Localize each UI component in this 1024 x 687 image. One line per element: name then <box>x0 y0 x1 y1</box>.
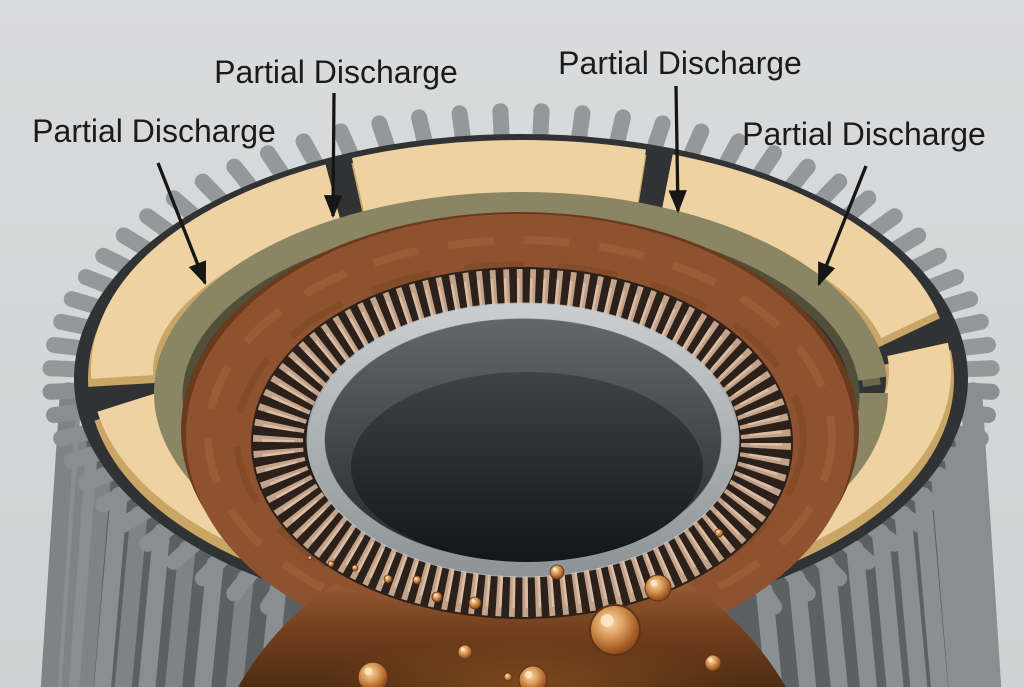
annotation-arrow-1 <box>323 92 343 219</box>
fin-vertical <box>894 505 928 687</box>
fin-vertical <box>818 555 848 687</box>
droplet-highlight <box>308 556 311 558</box>
droplet-highlight <box>329 562 331 564</box>
water-droplet <box>412 575 422 585</box>
droplet-highlight <box>471 599 475 603</box>
fin-vertical <box>164 540 196 687</box>
water-droplet <box>357 661 389 687</box>
water-droplet <box>644 574 672 602</box>
annotation-arrow-2 <box>156 162 207 286</box>
water-droplet <box>503 672 513 682</box>
droplet-highlight <box>505 674 508 677</box>
copper-grain-shadow <box>233 261 807 615</box>
droplet-highlight <box>650 579 658 587</box>
water-droplet <box>457 644 473 660</box>
droplet-highlight <box>600 614 614 627</box>
droplet-highlight <box>434 593 437 597</box>
droplet-highlight <box>552 567 557 572</box>
water-droplet <box>704 654 722 672</box>
insulation-ring-top <box>154 192 888 594</box>
droplet-highlight <box>524 671 533 679</box>
fin-vertical <box>76 467 111 687</box>
water-droplet <box>518 665 548 687</box>
fin-vertical <box>62 446 98 687</box>
fin-vertical <box>944 446 980 687</box>
gold-ring-segments <box>88 140 954 613</box>
water-droplet <box>307 555 313 561</box>
fin-vertical <box>194 555 224 687</box>
droplet-highlight <box>385 576 388 579</box>
fin-vertical <box>871 523 904 687</box>
water-droplet <box>351 564 359 572</box>
fin-vertical <box>94 486 128 687</box>
annotation-label-1: Partial Discharge <box>214 54 458 90</box>
sleeve-rim <box>308 303 738 577</box>
water-droplet <box>468 596 482 610</box>
fin-vertical <box>225 569 254 687</box>
annotation-label-2: Partial Discharge <box>32 113 276 149</box>
water-droplet <box>383 574 393 584</box>
annotation-arrow-3 <box>668 85 687 214</box>
copper-band-glow <box>315 638 745 687</box>
winding-wire-highlights <box>262 278 782 608</box>
droplet-highlight <box>414 577 417 580</box>
water-droplet <box>589 604 641 656</box>
gold-ring-top-face <box>91 140 951 602</box>
fin-vertical <box>114 505 148 687</box>
water-droplet <box>327 560 335 568</box>
bore-floor <box>351 372 703 562</box>
droplet-highlight <box>364 667 373 676</box>
droplet-highlight <box>353 566 355 568</box>
droplets <box>307 528 724 687</box>
annotation-label-4: Partial Discharge <box>742 116 986 152</box>
droplet-highlight <box>460 647 465 652</box>
fin-vertical <box>846 540 878 687</box>
fin-vertical <box>788 569 817 687</box>
water-droplet <box>431 591 443 603</box>
droplet-highlight <box>708 657 713 663</box>
annotation-arrow-4 <box>817 165 868 287</box>
fin-vertical <box>931 467 966 687</box>
water-droplet <box>714 528 724 538</box>
fin-vertical <box>138 523 171 687</box>
annotation-label-3: Partial Discharge <box>558 45 802 81</box>
fin-vertical <box>954 425 991 687</box>
droplet-highlight <box>716 530 719 533</box>
fin-vertical <box>914 486 948 687</box>
water-droplet <box>549 564 565 580</box>
